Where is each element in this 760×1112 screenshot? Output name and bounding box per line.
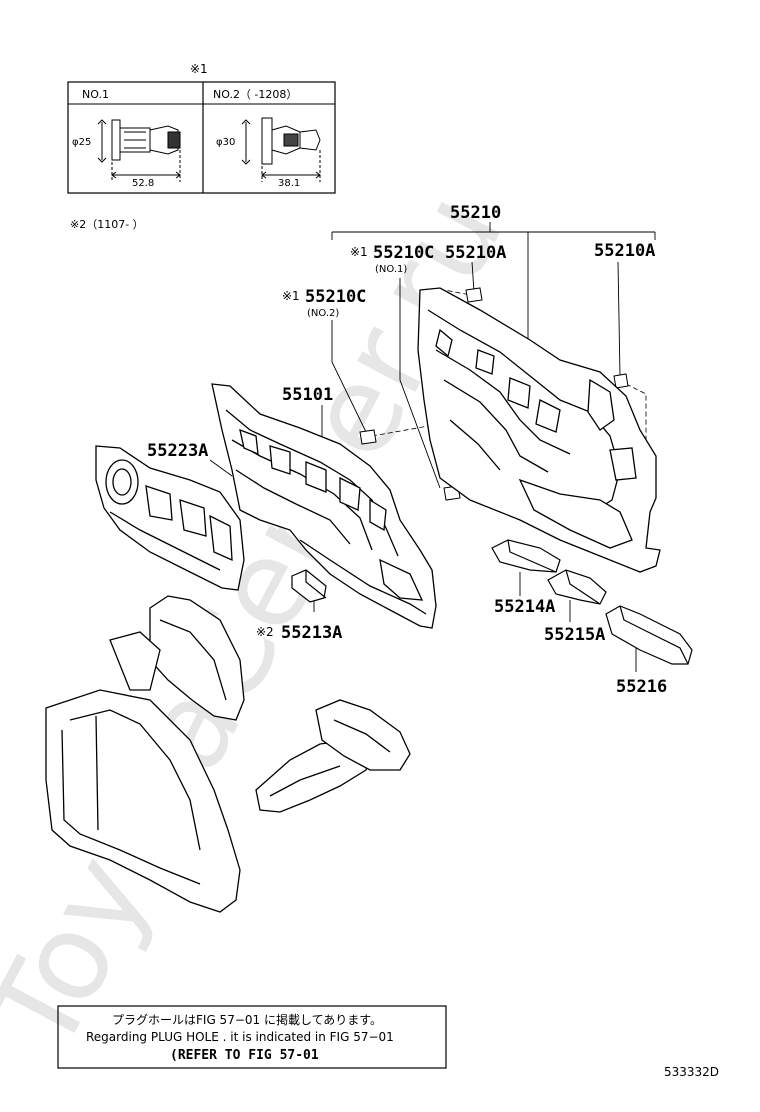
label-55101: 55101 — [282, 385, 333, 405]
label-55223a: 55223A — [147, 441, 208, 461]
clip-icons — [359, 287, 629, 501]
radiator-support-structure — [45, 595, 411, 913]
pad-55216 — [605, 605, 693, 665]
bottom-note-box: プラグホールはFIG 57−01 に掲載してあります。 Regarding PL… — [57, 1005, 447, 1069]
label-55210c-no2-marker: ※1 — [282, 289, 300, 303]
clip-no2-drawing — [241, 117, 321, 182]
note-en: Regarding PLUG HOLE . it is indicated in… — [86, 1030, 394, 1044]
label-55214a: 55214A — [494, 597, 555, 617]
label-55215a: 55215A — [544, 625, 605, 645]
note-star2: ※2（1107- ） — [70, 218, 144, 231]
clip-no1-drawing — [97, 119, 181, 182]
dash-panel-55101 — [211, 383, 437, 629]
clip-no2-length: 38.1 — [278, 178, 300, 189]
silencer-55223a — [95, 445, 245, 591]
label-55210c-no2-sub: (NO.2) — [307, 308, 339, 319]
note-ref: (REFER TO FIG 57-01 — [170, 1048, 319, 1063]
inset-no2-title: NO.2（ -1208） — [213, 88, 297, 101]
clip-no1-diameter: φ25 — [72, 137, 91, 148]
dash-insulator-outer-55210 — [417, 287, 661, 573]
label-55210c-no2: 55210C — [305, 287, 366, 307]
label-55210: 55210 — [450, 203, 501, 223]
clip-no1-length: 52.8 — [132, 178, 154, 189]
label-55210a-left: 55210A — [445, 243, 506, 263]
pad-55214a — [491, 539, 561, 573]
label-55213a: 55213A — [281, 623, 342, 643]
label-55210a-right: 55210A — [594, 241, 655, 261]
note-jp: プラグホールはFIG 57−01 に掲載してあります。 — [112, 1012, 382, 1027]
inset-marker: ※1 — [190, 62, 208, 76]
label-55210c-no1-marker: ※1 — [350, 245, 368, 259]
inset-fastener-box: ※1 NO.1 NO.2（ -1208） φ25 52.8 — [67, 62, 336, 194]
pad-55213a — [291, 569, 327, 603]
leader-lines — [209, 222, 656, 672]
diagram-id: 533332D — [664, 1065, 719, 1079]
label-55210c-no1-sub: (NO.1) — [375, 264, 407, 275]
pad-55215a — [547, 569, 607, 605]
label-55216: 55216 — [616, 677, 667, 697]
label-55210c-no1: 55210C — [373, 243, 434, 263]
clip-no2-diameter: φ30 — [216, 137, 235, 148]
inset-no1-title: NO.1 — [82, 88, 109, 101]
label-55213a-marker: ※2 — [256, 625, 274, 639]
